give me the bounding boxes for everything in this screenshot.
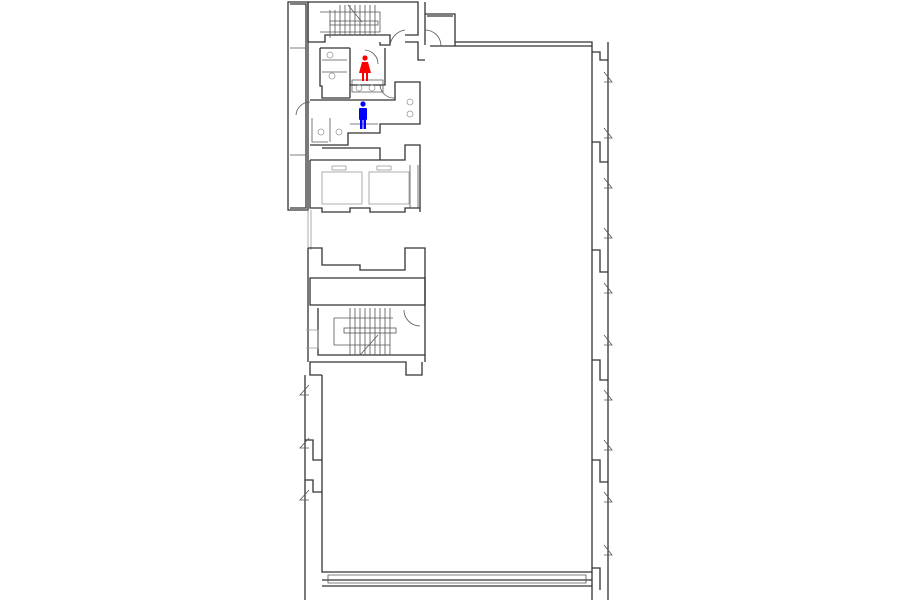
lower-stair bbox=[306, 308, 421, 356]
window-piers-right bbox=[592, 51, 613, 590]
men-restroom-icon bbox=[359, 101, 367, 129]
mens-restroom bbox=[295, 81, 421, 146]
middle-core bbox=[307, 247, 426, 362]
women-restroom-icon bbox=[359, 55, 371, 81]
shaft-box bbox=[424, 13, 456, 47]
office-shell bbox=[304, 41, 609, 600]
elevators bbox=[309, 144, 421, 213]
womens-restroom bbox=[319, 47, 386, 99]
balcony-strip bbox=[287, 1, 312, 250]
window-piers-left bbox=[299, 384, 322, 501]
upper-stair bbox=[307, 1, 426, 61]
